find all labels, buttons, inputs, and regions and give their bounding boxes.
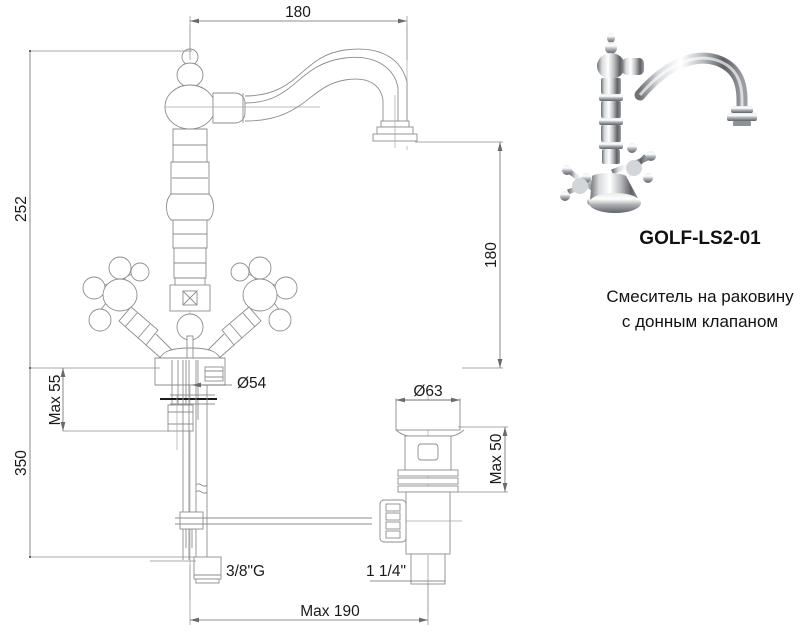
handle-left: [82, 256, 173, 361]
product-caption-line1: Смеситель на раковину: [606, 287, 794, 306]
dim-label-supply-thread: 3/8"G: [226, 563, 265, 580]
dim-label-spout-height: 180: [483, 242, 500, 268]
product-caption-line2: с донным клапаном: [622, 312, 778, 331]
dim-label-spout-reach: 180: [285, 4, 311, 21]
dim-drain-thread: [370, 575, 446, 584]
spout-swan-neck: [244, 48, 418, 148]
mounting-washer: [160, 394, 217, 405]
dim-max-deck-thickness: [60, 368, 170, 432]
faucet-column: [166, 128, 214, 312]
handle-right: [207, 256, 298, 361]
drain-flange: [395, 399, 461, 431]
lift-rod-head: [176, 313, 204, 359]
dim-body-height: [29, 50, 192, 369]
dim-label-max-drain-deck: Max 50: [488, 433, 505, 484]
supply-tubes: [182, 360, 208, 560]
dim-max-drain-deck: [458, 426, 508, 493]
drain-gland-nut: [379, 499, 407, 543]
dimension-annotations: [29, 16, 508, 625]
drain-valve-drawing: [379, 395, 465, 615]
pop-up-linkage: [175, 511, 372, 548]
dim-spout-height: [415, 141, 503, 369]
spout-hub: [164, 84, 320, 130]
dim-label-max-spread: Max 190: [300, 603, 360, 620]
dim-label-total-height: 350: [13, 450, 30, 476]
dim-spout-reach: [189, 16, 408, 60]
dim-drain-flange-diameter: [395, 397, 461, 405]
supply-fitting: [193, 556, 222, 584]
dim-total-height: [29, 367, 196, 558]
drain-body: [405, 491, 451, 555]
product-photo: [560, 33, 757, 213]
dim-label-max-deck: Max 55: [47, 375, 64, 426]
product-code: GOLF-LS2-01: [639, 228, 761, 249]
faucet-technical-drawing: [82, 25, 418, 600]
dim-max-spread: [189, 555, 429, 625]
dim-label-body-height: 252: [13, 196, 30, 222]
dim-label-flange-diameter: Ø63: [413, 383, 442, 400]
dim-label-drain-thread: 1 1/4": [366, 563, 406, 580]
dim-label-base-diameter: Ø54: [237, 375, 267, 392]
